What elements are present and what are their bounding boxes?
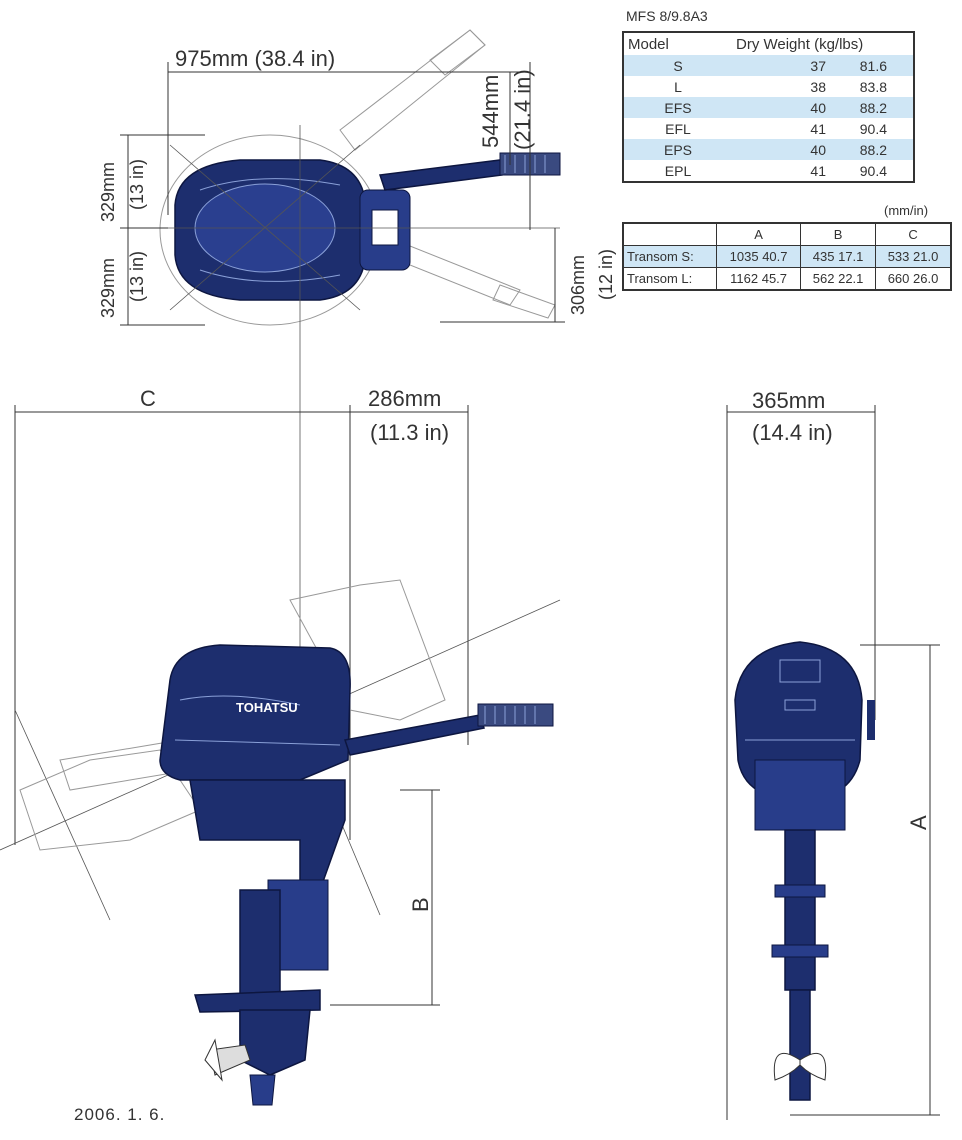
c-label: C xyxy=(140,386,156,411)
lbs-cell: 81.6 xyxy=(846,55,914,76)
weight-table-header: Model Dry Weight (kg/lbs) xyxy=(623,32,914,55)
a-cell: 1162 45.7 xyxy=(715,267,802,291)
model-cell: L xyxy=(674,78,682,95)
table-row: EPL 41 90.4 xyxy=(623,160,914,182)
b-label: B xyxy=(408,897,433,912)
width-rear-mm-label: 365mm xyxy=(752,388,825,413)
tiller-mm-label: 544mm xyxy=(478,75,503,148)
lbs-cell: 90.4 xyxy=(859,162,887,179)
half-upper-mm-label: 329mm xyxy=(98,162,118,222)
model-cell: EFS xyxy=(623,97,732,118)
date-stamp: 2006. 1. 6. xyxy=(74,1105,166,1124)
weight-header: Dry Weight (kg/lbs) xyxy=(736,35,864,53)
table-row: EFL 41 90.4 xyxy=(623,118,914,139)
c-cell: 660 26.0 xyxy=(875,267,952,291)
weight-table: Model Dry Weight (kg/lbs) S 37 81.6 L 38… xyxy=(622,31,915,183)
table-row: S 37 81.6 xyxy=(623,55,914,76)
dimension-table-header: A B C xyxy=(622,222,952,246)
top-view xyxy=(159,29,561,840)
kg-cell: 37 xyxy=(732,55,846,76)
table-row: Transom L: 1162 45.7 562 22.1 660 26.0 xyxy=(622,267,952,291)
lbs-cell: 83.8 xyxy=(859,78,887,95)
lbs-cell: 88.2 xyxy=(846,97,914,118)
kg-cell: 40 xyxy=(732,139,846,160)
top-dimensions xyxy=(120,62,565,326)
half-lower-mm-label: 329mm xyxy=(98,258,118,318)
b-cell: 435 17.1 xyxy=(800,245,877,268)
side-view: TOHATSU xyxy=(19,579,554,1106)
kg-cell: 40 xyxy=(732,97,846,118)
a-cell: 1035 40.7 xyxy=(715,245,802,268)
empty-header-cell xyxy=(622,222,717,246)
b-cell: 562 22.1 xyxy=(800,267,877,291)
table-row: EPS 40 88.2 xyxy=(623,139,914,160)
half-lower-in-label: (13 in) xyxy=(127,251,147,302)
units-label: (mm/in) xyxy=(884,203,929,218)
rear-view xyxy=(734,641,875,1101)
tiller-in-label: (21.4 in) xyxy=(510,69,535,150)
model-cell: S xyxy=(623,55,732,76)
model-cell: EFL xyxy=(665,120,691,137)
side-view-dimensions xyxy=(0,405,561,1006)
width-total-label: 975mm (38.4 in) xyxy=(175,46,335,71)
dimension-table: A B C Transom S: 1035 40.7 435 17.1 533 … xyxy=(622,222,952,291)
tiller-depth-in-label: (11.3 in) xyxy=(370,420,449,445)
model-title: MFS 8/9.8A3 xyxy=(626,8,708,24)
width-rear-in-label: (14.4 in) xyxy=(752,420,833,445)
col-b-header: B xyxy=(800,222,877,246)
right-mm-label: 306mm xyxy=(568,255,588,315)
kg-cell: 41 xyxy=(810,162,826,179)
table-row: Transom S: 1035 40.7 435 17.1 533 21.0 xyxy=(622,245,952,268)
table-row: L 38 83.8 xyxy=(623,76,914,97)
model-cell: EPL xyxy=(664,162,692,179)
kg-cell: 41 xyxy=(810,120,826,137)
rear-view-dimensions xyxy=(726,405,940,1120)
kg-cell: 38 xyxy=(810,78,826,95)
table-row: EFS 40 88.2 xyxy=(623,97,914,118)
col-c-header: C xyxy=(875,222,952,246)
brand-logo-text: TOHATSU xyxy=(236,700,298,715)
half-upper-in-label: (13 in) xyxy=(127,159,147,210)
row-label: Transom L: xyxy=(622,267,717,291)
a-label: A xyxy=(906,815,931,830)
c-cell: 533 21.0 xyxy=(875,245,952,268)
tiller-depth-mm-label: 286mm xyxy=(368,386,441,411)
model-header: Model xyxy=(628,35,669,53)
lbs-cell: 90.4 xyxy=(859,120,887,137)
col-a-header: A xyxy=(715,222,802,246)
row-label: Transom S: xyxy=(622,245,717,268)
model-cell: EPS xyxy=(623,139,732,160)
right-in-label: (12 in) xyxy=(596,249,616,300)
lbs-cell: 88.2 xyxy=(846,139,914,160)
